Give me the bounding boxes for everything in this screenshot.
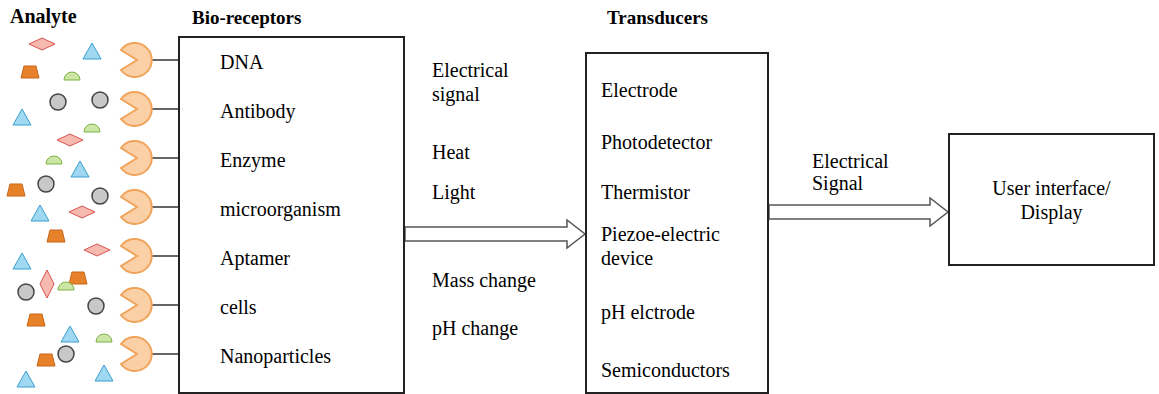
analyte-half-discs [46,72,112,342]
receptor-symbol [121,337,152,371]
leader-line [152,206,178,208]
receptor-symbol [121,190,152,224]
receptor-box: Bio-receptorsDNAAntibodyEnzymemicroorgan… [178,36,405,394]
arrow-label: Electrical Signal [812,150,922,194]
list-item: Photodetector [601,130,761,154]
box-label: User interface/ Display [950,176,1153,224]
analyte-diamonds [29,38,110,298]
leader-line [152,108,178,110]
box-heading: Bio-receptors [192,6,301,30]
leader-line [152,353,178,355]
leader-line [152,59,178,61]
list-item: Electrode [601,78,761,102]
analyte-triangle [17,371,35,387]
list-item: microorganism [220,197,341,221]
block-arrow [769,198,948,226]
analyte-trapezoid [27,314,45,326]
analyte-triangle [13,253,31,269]
analyte-circle [92,92,108,108]
transducer-box: TransducersElectrodePhotodetectorThermis… [585,52,769,394]
list-item: pH elctrode [601,300,761,324]
leader-line [152,157,178,159]
column-heading: Analyte [10,4,77,28]
signal-label: Electrical signal [432,58,532,106]
signal-label: pH change [432,316,518,340]
analyte-diamond [84,244,110,256]
analyte-trapezoid [21,66,39,78]
analyte-diamond [69,206,95,218]
list-item: Piezoe-electric device [601,222,751,270]
analyte-half-disc [64,72,80,80]
analyte-trapezoid [7,184,25,196]
signal-label: Light [432,180,475,204]
list-item: DNA [220,50,263,74]
analyte-triangle [13,109,31,125]
receptor-symbols [121,43,152,371]
receptor-symbol [121,239,152,273]
block-arrow [405,220,585,248]
receptor-links [152,60,178,354]
analyte-triangle [83,43,101,59]
analyte-triangles [13,43,113,387]
analyte-circle [88,298,104,314]
receptor-symbol [121,141,152,175]
analyte-half-disc [46,156,62,164]
receptor-symbol [121,92,152,126]
analyte-half-disc [58,282,74,290]
list-item: Nanoparticles [220,344,331,368]
analyte-trapezoid [69,272,87,284]
signal-label: Mass change [432,268,536,292]
analyte-half-disc [96,334,112,342]
analyte-circle [92,188,108,204]
list-item: Semiconductors [601,358,761,382]
list-item: Aptamer [220,246,290,270]
list-item: Antibody [220,99,296,123]
list-item: cells [220,295,257,319]
list-item: Thermistor [601,180,761,204]
analyte-triangle [61,326,79,342]
analyte-trapezoid [47,230,65,242]
display-box: User interface/ Display [948,133,1155,266]
receptor-symbol [121,43,152,77]
analyte-diamond [40,270,54,298]
box-heading: Transducers [607,6,708,30]
signal-label: Heat [432,140,470,164]
analyte-trapezoids [7,66,87,366]
analyte-circle [18,284,34,300]
analyte-triangle [31,205,49,221]
analyte-triangle [71,161,89,177]
analyte-diamond [57,134,83,146]
analyte-triangle [95,365,113,381]
analyte-circle [50,94,66,110]
leader-line [152,304,178,306]
analyte-circle [58,346,74,362]
analyte-circle [38,176,54,192]
leader-line [152,255,178,257]
analyte-diamond [29,38,55,50]
analyte-half-disc [84,124,100,132]
receptor-symbol [121,288,152,322]
analyte-trapezoid [37,354,55,366]
list-item: Enzyme [220,148,286,172]
analyte-circles [18,92,108,362]
